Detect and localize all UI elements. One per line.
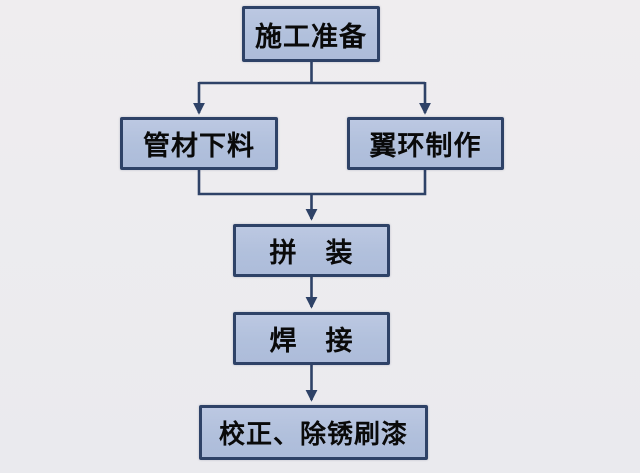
connector-merge-bar bbox=[197, 170, 427, 196]
flow-node-assembly: 拼 装 bbox=[233, 224, 390, 277]
flow-node-correction-derust-paint: 校正、除锈刷漆 bbox=[199, 405, 428, 460]
flow-node-welding: 焊 接 bbox=[233, 312, 390, 365]
connector-prep-stem bbox=[199, 62, 425, 85]
flow-node-wing-ring-fabrication: 翼环制作 bbox=[347, 117, 504, 170]
flow-node-pipe-cutting: 管材下料 bbox=[120, 117, 278, 170]
flow-node-construction-prep: 施工准备 bbox=[242, 6, 380, 62]
